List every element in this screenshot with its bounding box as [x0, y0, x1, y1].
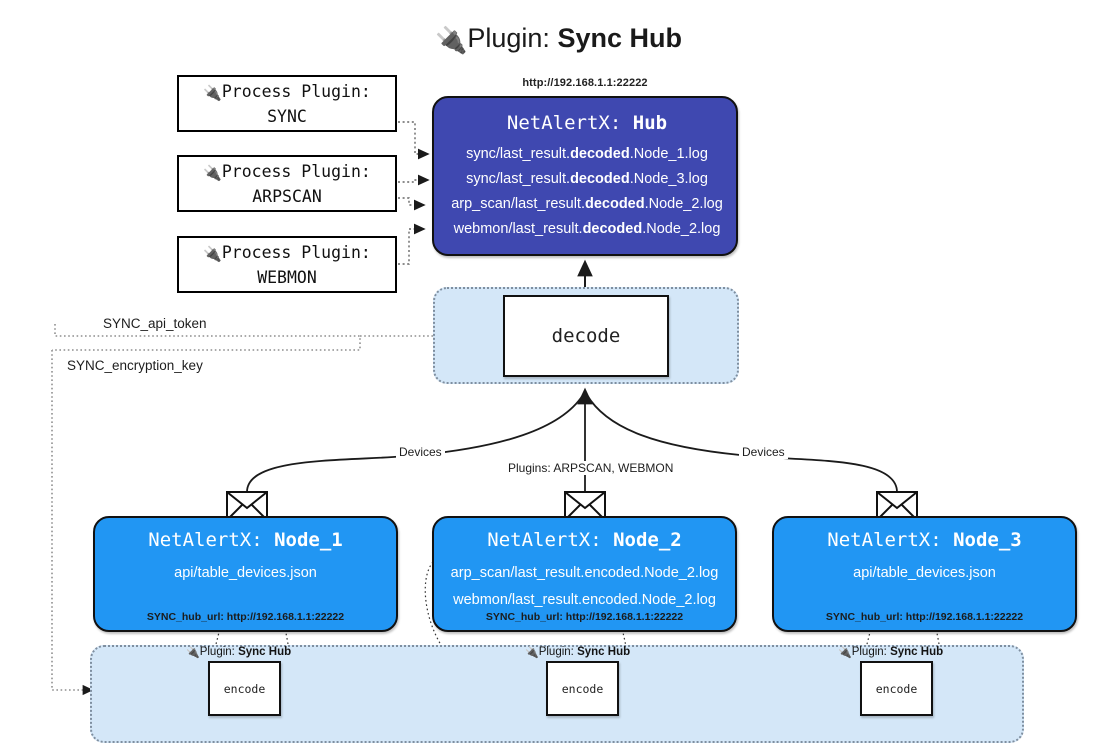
hub-log-item: arp_scan/last_result.decoded.Node_2.log	[451, 196, 723, 212]
edge-label-sync-encryption-key: SYNC_encryption_key	[64, 358, 206, 373]
node-log-list: arp_scan/last_result.encoded.Node_2.log …	[434, 560, 735, 614]
process-plugin-name: SYNC	[267, 106, 307, 126]
node-log-list: api/table_devices.json	[774, 560, 1075, 587]
page-title: 🔌Plugin: Sync Hub	[0, 16, 1117, 62]
electric-plug-icon: 🔌	[525, 647, 539, 659]
electric-plug-icon: 🔌	[435, 25, 468, 55]
node-box-node-1[interactable]: NetAlertX: Node_1 api/table_devices.json…	[93, 516, 398, 632]
edge-label-devices-right: Devices	[739, 445, 788, 459]
node-hub-url: SYNC_hub_url: http://192.168.1.1:22222	[485, 611, 684, 623]
edge-label-plugins-center: Plugins: ARPSCAN, WEBMON	[505, 461, 677, 475]
node-box-node-2[interactable]: NetAlertX: Node_2 arp_scan/last_result.e…	[432, 516, 737, 632]
process-plugin-box-webmon[interactable]: 🔌Process Plugin: WEBMON	[177, 236, 397, 293]
page-title-label: Plugin:	[467, 23, 550, 53]
hub-log-item: sync/last_result.decoded.Node_3.log	[466, 171, 708, 187]
envelope-icon	[876, 491, 918, 521]
encode-box-node-1[interactable]: encode	[208, 661, 281, 716]
process-plugin-heading: 🔌Process Plugin:	[203, 161, 371, 182]
decode-label: decode	[551, 325, 621, 347]
process-plugin-box-sync[interactable]: 🔌Process Plugin: SYNC	[177, 75, 397, 132]
node-title: NetAlertX: Node_2	[487, 529, 682, 551]
node-log-item: api/table_devices.json	[174, 565, 317, 581]
encode-label: encode	[223, 681, 266, 696]
process-plugin-name: ARPSCAN	[252, 186, 322, 206]
node-box-node-3[interactable]: NetAlertX: Node_3 api/table_devices.json…	[772, 516, 1077, 632]
hub-title: NetAlertX: Hub	[506, 112, 668, 134]
electric-plug-icon: 🔌	[203, 244, 222, 263]
node-log-item: arp_scan/last_result.encoded.Node_2.log	[450, 565, 719, 581]
hub-log-item: sync/last_result.decoded.Node_1.log	[466, 146, 708, 162]
electric-plug-icon: 🔌	[203, 83, 222, 102]
encode-label: encode	[875, 681, 918, 696]
edge-label-devices-left: Devices	[396, 445, 445, 459]
encode-label: encode	[561, 681, 604, 696]
node-log-list: api/table_devices.json	[95, 560, 396, 587]
encode-box-node-2[interactable]: encode	[546, 661, 619, 716]
node-hub-url: SYNC_hub_url: http://192.168.1.1:22222	[146, 611, 345, 623]
encoder-plugin-caption: 🔌Plugin: Sync Hub	[186, 646, 292, 659]
process-plugin-box-arpscan[interactable]: 🔌Process Plugin: ARPSCAN	[177, 155, 397, 212]
page-title-strong: Sync Hub	[557, 23, 682, 53]
encode-box-node-3[interactable]: encode	[860, 661, 933, 716]
electric-plug-icon: 🔌	[838, 647, 852, 659]
electric-plug-icon: 🔌	[203, 163, 222, 182]
encoder-plugin-caption: 🔌Plugin: Sync Hub	[525, 646, 631, 659]
hub-node-box[interactable]: NetAlertX: Hub sync/last_result.decoded.…	[432, 96, 738, 256]
node-log-item: api/table_devices.json	[853, 565, 996, 581]
node-title: NetAlertX: Node_3	[827, 529, 1022, 551]
node-title: NetAlertX: Node_1	[148, 529, 343, 551]
hub-url-label: http://192.168.1.1:22222	[522, 77, 648, 89]
edge-label-sync-api-token: SYNC_api_token	[100, 316, 210, 331]
encoder-plugin-caption: 🔌Plugin: Sync Hub	[838, 646, 944, 659]
process-plugin-heading: 🔌Process Plugin:	[203, 242, 371, 263]
node-hub-url: SYNC_hub_url: http://192.168.1.1:22222	[825, 611, 1024, 623]
process-plugin-name: WEBMON	[257, 267, 317, 287]
envelope-icon	[226, 491, 268, 521]
hub-log-item: webmon/last_result.decoded.Node_2.log	[453, 221, 721, 237]
electric-plug-icon: 🔌	[186, 647, 200, 659]
decode-box[interactable]: decode	[503, 295, 669, 377]
process-plugin-heading: 🔌Process Plugin:	[203, 81, 371, 102]
hub-log-list: sync/last_result.decoded.Node_1.log sync…	[434, 142, 740, 242]
node-log-item: webmon/last_result.encoded.Node_2.log	[453, 592, 716, 608]
